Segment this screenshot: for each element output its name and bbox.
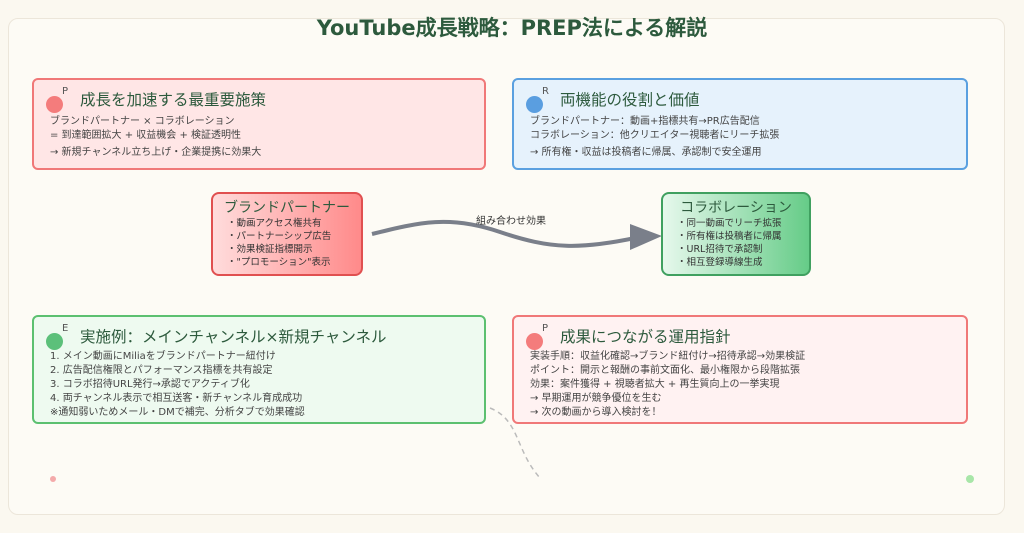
point2-line: ポイント：開示と報酬の事前文面化、最小権限から段階拡張 <box>530 365 800 376</box>
collaboration-node: コラボレーション ・同一動画でリーチ拡張 ・所有権は投稿者に帰属 ・URL招待で… <box>661 192 811 276</box>
arrow-head-icon <box>630 224 662 250</box>
point2-line: → 早期運用が競争優位を生む <box>530 393 662 404</box>
point-letter: P <box>62 86 69 97</box>
reason-card: R 両機能の役割と価値 ブランドパートナー：動画+指標共有→PR広告配信 コラボ… <box>512 78 968 170</box>
brand-node-title: ブランドパートナー <box>224 200 350 216</box>
decor-dot <box>50 476 56 482</box>
brand-node-item: ・効果検証指標開示 <box>227 244 313 255</box>
combination-arrow <box>371 219 641 248</box>
collab-node-item: ・URL招待で承認制 <box>677 244 763 255</box>
example-line: 3. コラボ招待URL発行→承認でアクティブ化 <box>50 379 250 390</box>
point-line: = 到達範囲拡大 + 収益機会 + 検証透明性 <box>50 130 242 141</box>
reason-letter: R <box>542 86 549 97</box>
point-summary-card: P 成果につながる運用指針 実装手順：収益化確認→ブランド紐付け→招待承認→効果… <box>512 315 968 424</box>
brand-node-item: ・動画アクセス権共有 <box>227 218 322 229</box>
point-card: P 成長を加速する最重要施策 ブランドパートナー × コラボレーション = 到達… <box>32 78 486 170</box>
brand-node-item: ・"プロモーション"表示 <box>227 257 331 268</box>
example-line: 2. 広告配信権限とパフォーマンス指標を共有設定 <box>50 365 273 376</box>
reason-line: ブランドパートナー：動画+指標共有→PR広告配信 <box>530 116 760 127</box>
example-heading: 実施例：メインチャンネル×新規チャンネル <box>80 328 387 346</box>
example-letter: E <box>62 323 69 334</box>
decor-dot <box>966 475 974 483</box>
brand-node-item: ・パートナーシップ広告 <box>227 231 332 242</box>
point2-dot-icon <box>526 333 543 350</box>
reason-line: → 所有権・収益は投稿者に帰属、承認制で安全運用 <box>530 147 762 158</box>
page-title: YouTube成長戦略：PREP法による解説 <box>316 16 708 40</box>
point2-letter: P <box>542 323 549 334</box>
reason-dot-icon <box>526 96 543 113</box>
example-line: ※通知弱いためメール・DMで補完、分析タブで効果確認 <box>50 407 305 418</box>
example-dot-icon <box>46 333 63 350</box>
example-line: 4. 両チャンネル表示で相互送客・新チャンネル育成成功 <box>50 393 303 404</box>
point2-line: 実装手順：収益化確認→ブランド紐付け→招待承認→効果検証 <box>530 351 806 362</box>
example-line: 1. メイン動画にMiliaをブランドパートナー紐付け <box>50 351 276 362</box>
dashed-connector <box>489 407 541 479</box>
reason-heading: 両機能の役割と価値 <box>560 91 700 109</box>
point2-line: 効果：案件獲得 + 視聴者拡大 + 再生質向上の一挙実現 <box>530 379 780 390</box>
collab-node-item: ・相互登録導線生成 <box>677 257 763 268</box>
point-line: → 新規チャンネル立ち上げ・企業提携に効果大 <box>50 147 262 158</box>
brand-partner-node: ブランドパートナー ・動画アクセス権共有 ・パートナーシップ広告 ・効果検証指標… <box>211 192 363 276</box>
collab-node-item: ・所有権は投稿者に帰属 <box>677 231 782 242</box>
point2-heading: 成果につながる運用指針 <box>560 328 731 346</box>
point-dot-icon <box>46 96 63 113</box>
collab-node-title: コラボレーション <box>680 200 792 216</box>
example-card: E 実施例：メインチャンネル×新規チャンネル 1. メイン動画にMiliaをブラ… <box>32 315 486 424</box>
point2-line: → 次の動画から導入検討を！ <box>530 407 662 418</box>
point-line: ブランドパートナー × コラボレーション <box>50 116 235 127</box>
collab-node-item: ・同一動画でリーチ拡張 <box>677 218 782 229</box>
reason-line: コラボレーション：他クリエイター視聴者にリーチ拡張 <box>530 130 780 141</box>
point-heading: 成長を加速する最重要施策 <box>80 91 267 109</box>
arrow-label: 組み合わせ効果 <box>476 216 546 227</box>
